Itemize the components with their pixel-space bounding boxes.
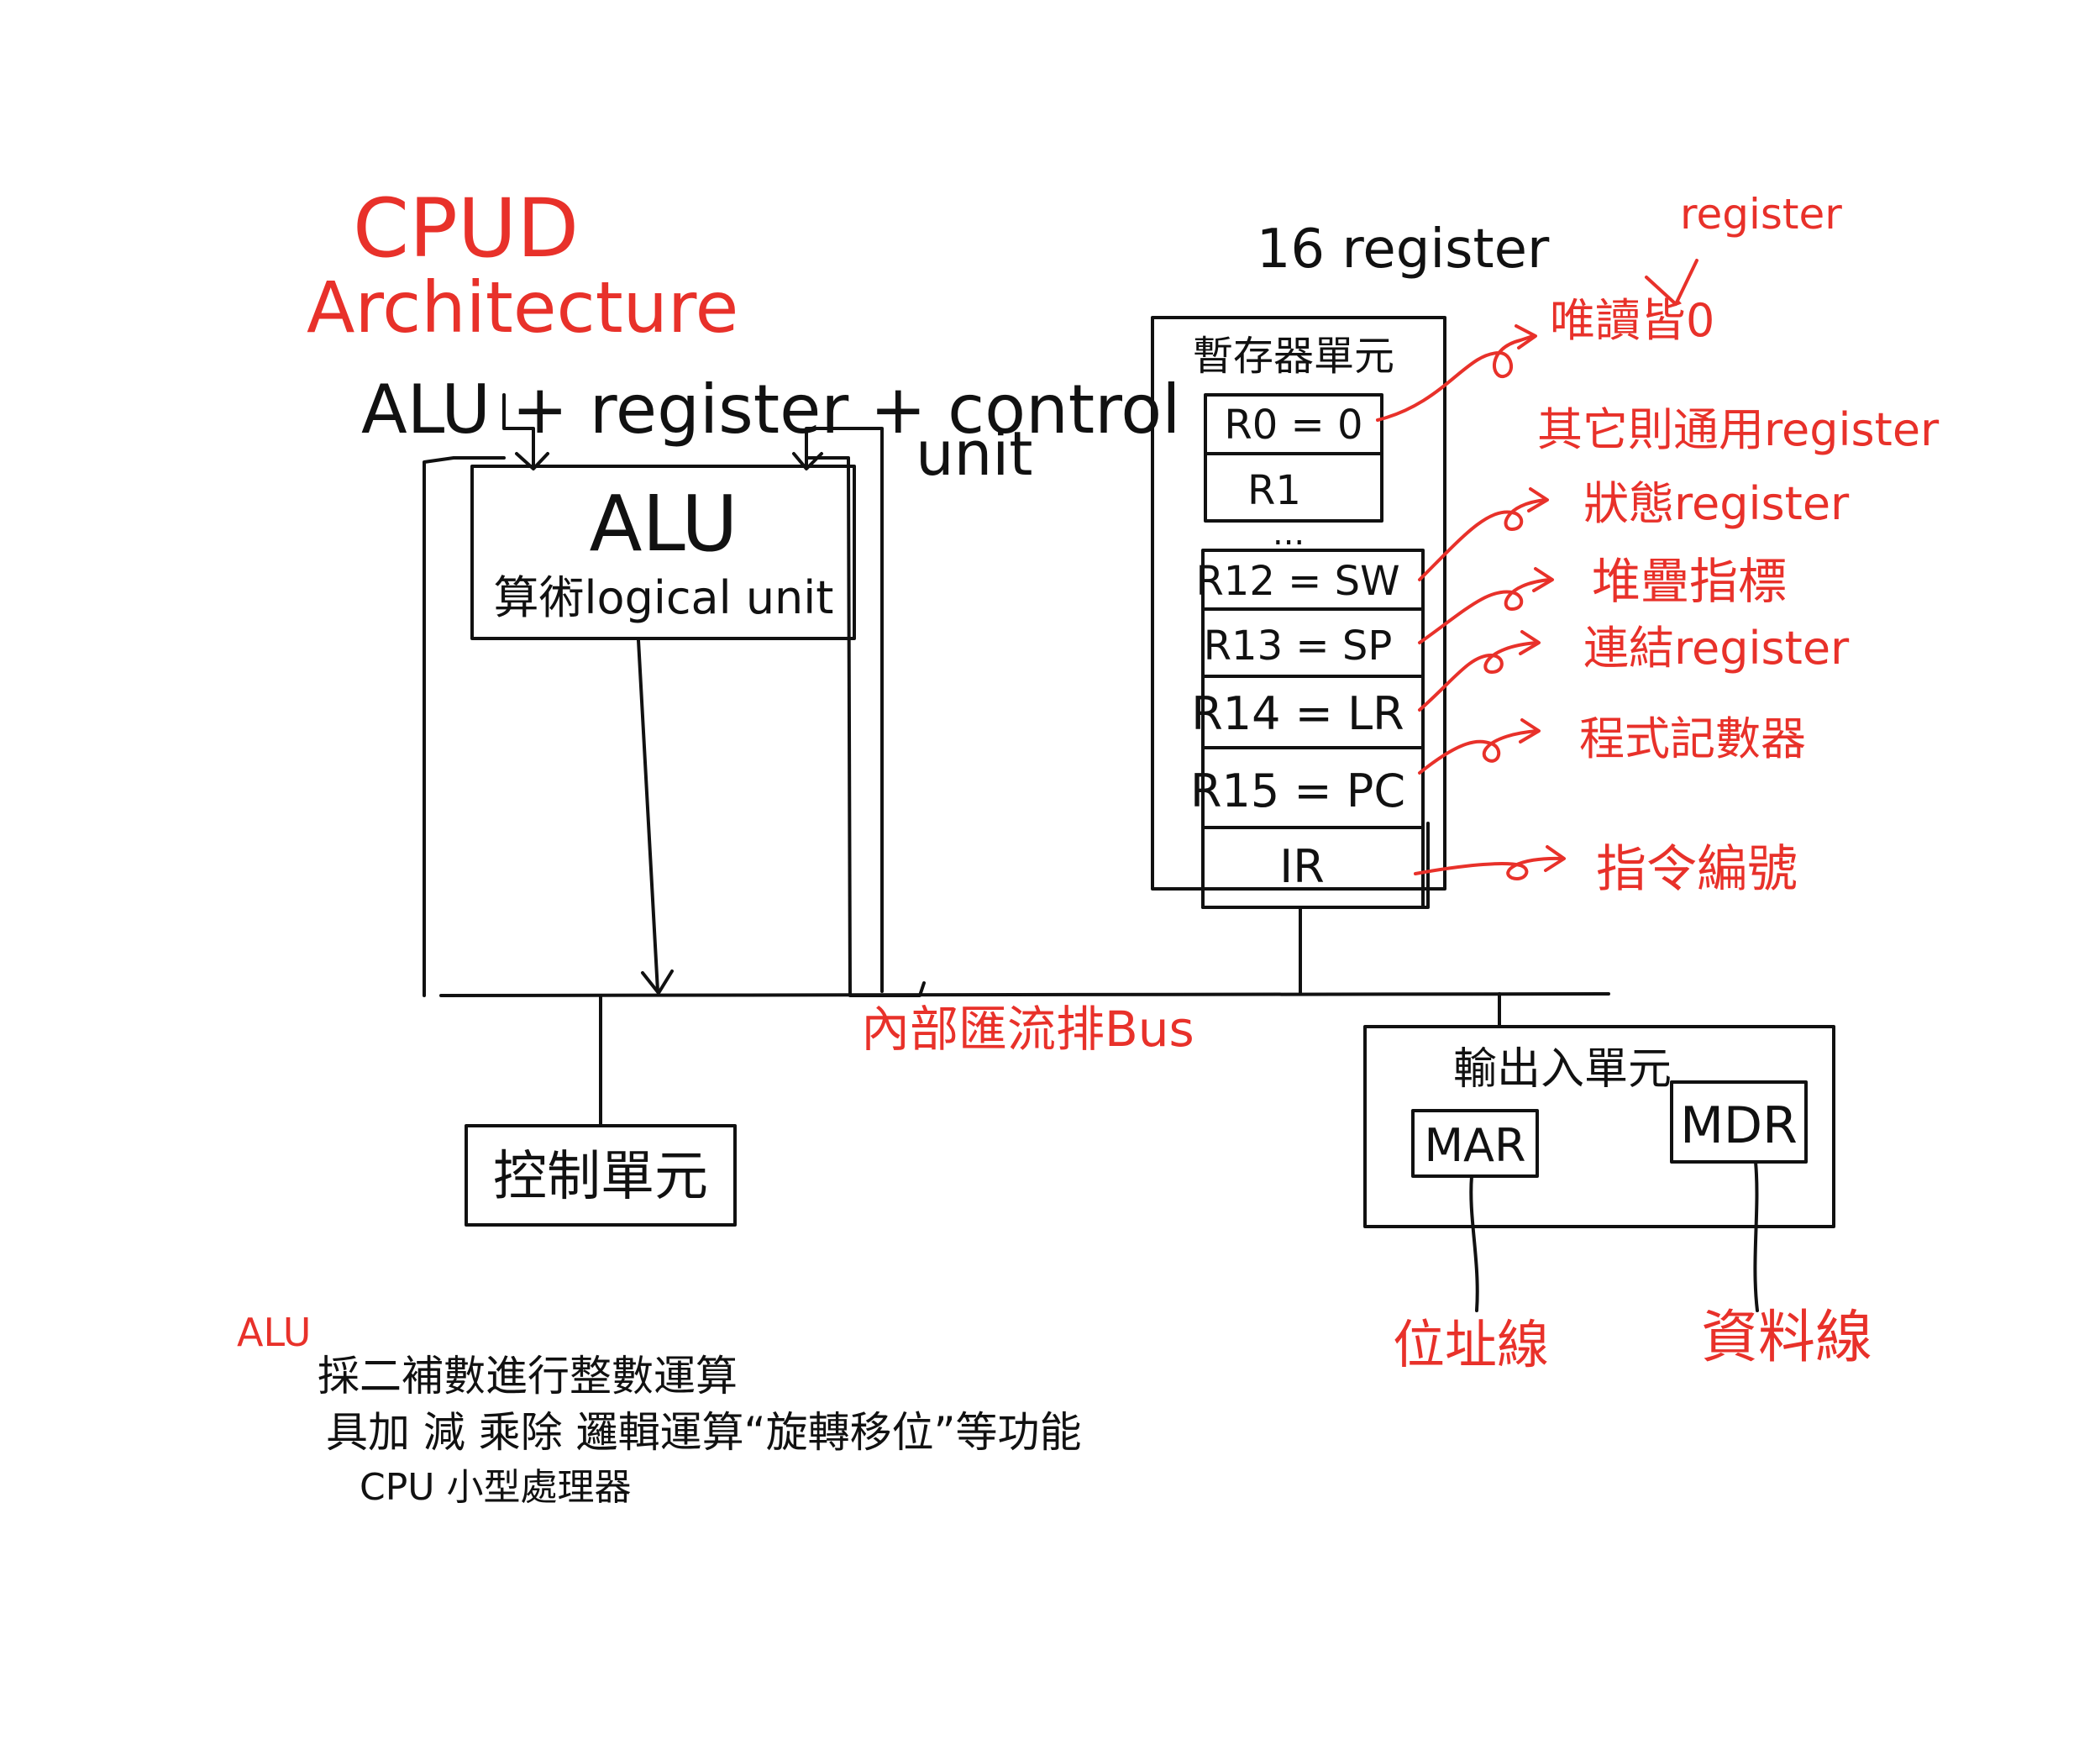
alu-pointer-arrow [502,393,535,468]
annotation-general: 其它則通用register [1537,403,1940,456]
annotation-status: 狀態register [1583,477,1850,530]
notes-heading: ALU [237,1310,311,1355]
register-count-heading: 16 register [1257,218,1550,281]
register-ellipsis: ... [1273,514,1305,553]
notes-line3: CPU 小型處理器 [360,1466,631,1509]
annotation-read-only: 唯讀皆0 [1550,294,1714,347]
annotation-stack: 堆疊指標 [1592,553,1787,610]
io-unit-box [1363,1025,1835,1228]
register-label-r1: R1 [1247,467,1301,514]
title-line2: Architecture [307,266,738,349]
register-tag-caret [1645,259,1698,306]
register-cells: R0 = 0 R1 ... R12 = SW R13 = SP R14 = LR… [1190,393,1430,909]
formula-text: ALU + register + control [361,370,1180,449]
arrowhead-r15-pc [1519,718,1541,744]
register-pointer-line [805,427,884,993]
register-inner-edge [1201,822,1430,909]
internal-bus-line [439,992,1610,997]
cpu-left-frame [423,456,506,997]
arrowhead-r14-link [1519,630,1541,655]
mar-label: MAR [1424,1119,1525,1172]
mar-box [1411,1109,1539,1178]
alu-subtitle: 算術logical unit [494,571,834,624]
control-unit-box [465,1124,737,1227]
alu-title: ALU [590,479,738,569]
annotation-register-tag: register [1680,190,1842,239]
control-unit-label: 控制單元 [493,1146,708,1208]
register-cell-r1 [1204,452,1383,523]
arrowhead-ir [1544,845,1566,872]
notes-line2: 具加 減 乘除 邏輯運算“旋轉移位”等功能 [326,1408,1082,1457]
data-line [1753,1160,1759,1312]
alu-box [470,465,856,640]
io-unit-label: 輸出入單元 [1453,1044,1672,1095]
mdr-label: MDR [1680,1096,1798,1155]
register-label-r13: R13 = SP [1204,623,1393,670]
address-line [1469,1174,1479,1312]
register-label-r0: R0 = 0 [1224,402,1362,449]
alu-pointer-arrowhead [515,452,549,470]
annotation-ir: 指令編號 [1596,840,1798,899]
arrowhead-r12-status [1527,487,1549,512]
notes-line1: 採二補數進行整數運算 [318,1352,738,1400]
alu-to-bus-arrowhead [641,969,674,995]
register-unit-title: 暫存器單元 [1193,333,1394,380]
register-label-r12: R12 = SW [1195,558,1399,605]
register-label-r15: R15 = PC [1190,765,1405,817]
arrow-r14-link [1418,641,1539,712]
bus-label: 內部匯流排Bus [861,1001,1194,1058]
title-line1: CPUD [353,181,579,276]
arrowhead-r0-readonly [1515,324,1537,349]
address-line-label: 位址線 [1393,1314,1549,1375]
cpu-right-frame [805,456,926,997]
register-unit-box [1151,316,1446,891]
annotation-link: 連結register [1583,622,1850,675]
arrow-r12-status [1418,498,1547,581]
arrow-r13-stack [1418,578,1551,644]
mdr-box [1670,1080,1808,1164]
arrowhead-r13-stack [1532,567,1554,592]
register-label-ir: IR [1279,840,1324,893]
data-line-label: 資料線 [1701,1305,1872,1371]
arrow-ir [1414,856,1564,880]
arrow-r0-readonly [1376,334,1535,422]
register-label-r14: R14 = LR [1191,687,1404,740]
alu-to-bus-line [637,638,659,993]
formula-text-unit: unit [916,418,1033,489]
arrow-r15-pc [1418,729,1539,775]
annotation-pc: 程式記數器 [1579,712,1806,765]
